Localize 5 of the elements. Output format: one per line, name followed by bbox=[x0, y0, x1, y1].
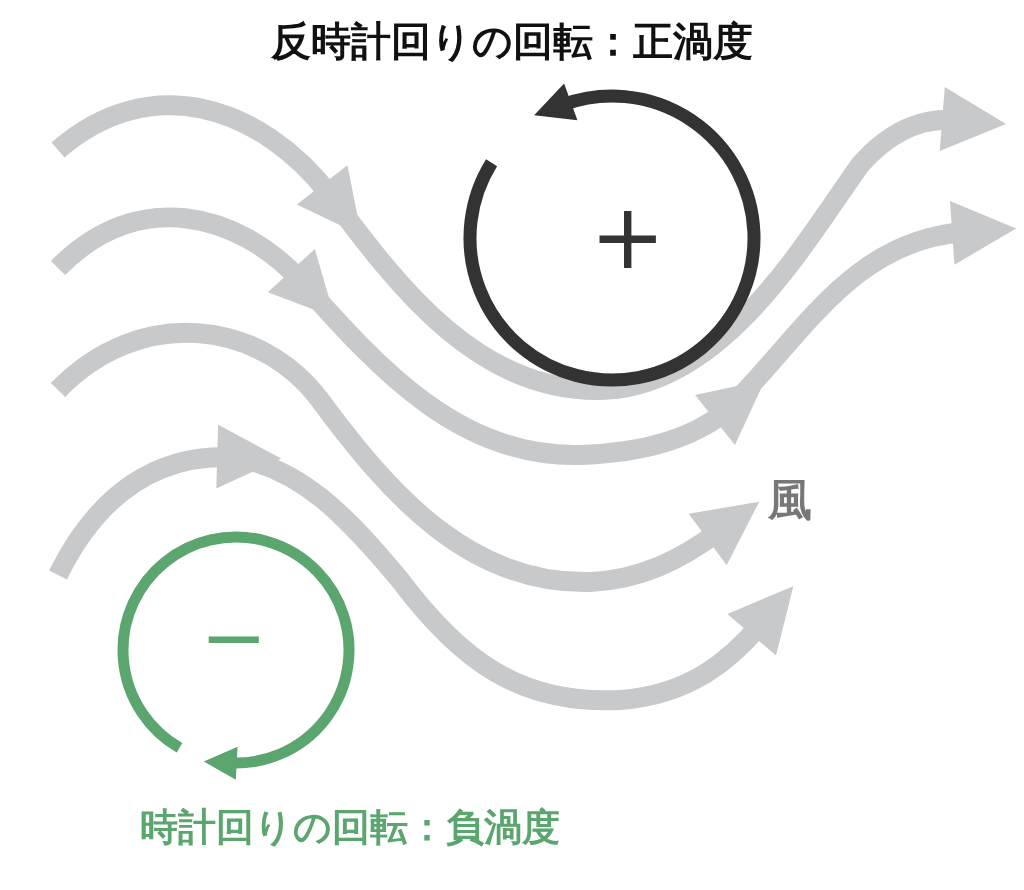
diagram-title: 反時計回りの回転：正渦度 bbox=[271, 17, 753, 66]
minus-sign: − bbox=[200, 598, 268, 678]
plus-sign: + bbox=[590, 192, 666, 282]
rotation-label: 時計回りの回転：負渦度 bbox=[140, 808, 560, 846]
wind-label: 風 bbox=[768, 478, 812, 522]
